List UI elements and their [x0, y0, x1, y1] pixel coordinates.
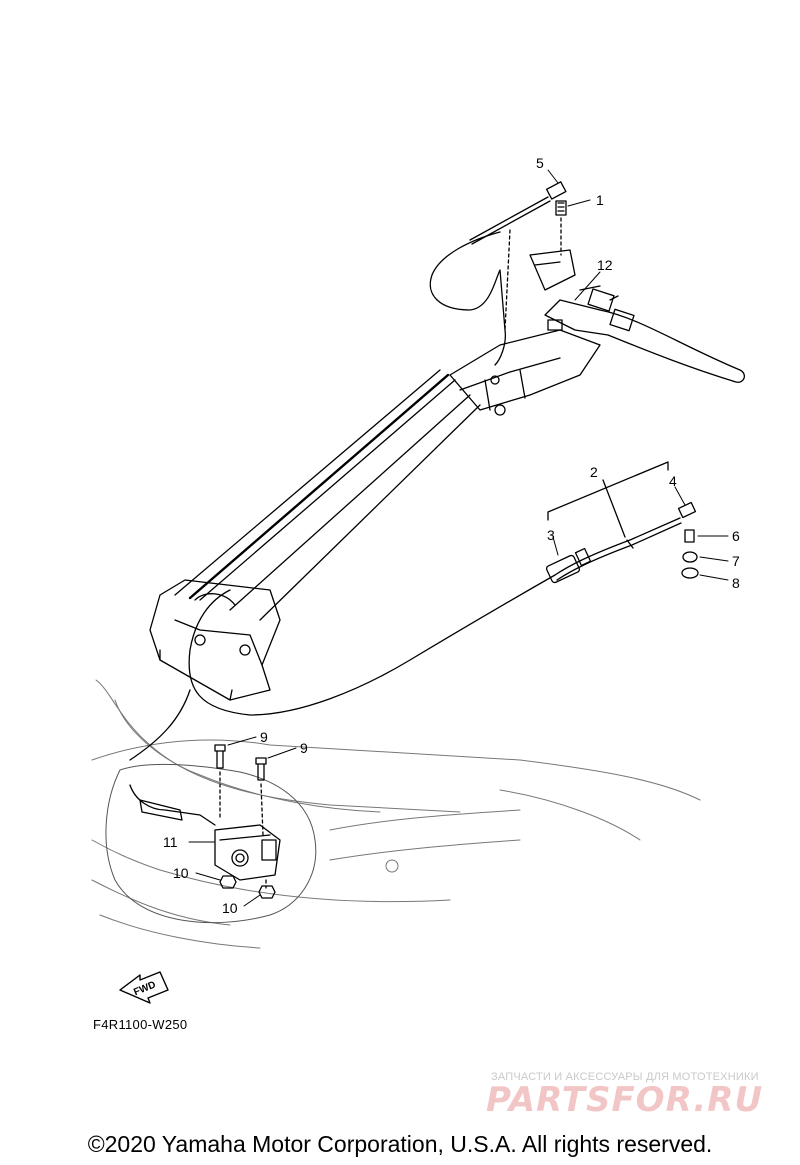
throttle-cable-routing: [429, 231, 506, 366]
cable-down: [129, 689, 191, 761]
part-label-11: 11: [163, 834, 178, 850]
part-9a-bolt: [214, 744, 226, 769]
part-label-1: 1: [596, 192, 604, 208]
part-10a-nut: [219, 875, 237, 889]
part-labels: 5 1 12 2 4 3 6 7 8 9 9 11 10 10 FWD: [132, 155, 740, 998]
handlebar: [544, 285, 746, 383]
dash-line-5: [504, 229, 511, 331]
cable-loop: [188, 574, 556, 716]
steering-head: [449, 249, 601, 416]
part-5-cable-end: [469, 181, 567, 245]
part-label-3: 3: [547, 527, 555, 543]
connector-cable: [129, 784, 216, 826]
copyright-notice: ©2020 Yamaha Motor Corporation, U.S.A. A…: [87, 1131, 713, 1157]
hull-outline: [91, 679, 701, 949]
bracket-region: [105, 763, 317, 924]
part-2-cable: [545, 517, 682, 584]
watermark-tagline: ЗАПЧАСТИ И АКСЕССУАРЫ ДЛЯ МОТОТЕХНИКИ: [491, 1071, 759, 1083]
part-10b-nut: [258, 885, 276, 899]
watermark-logo: PARTSFOR.RU: [486, 1080, 764, 1120]
part-label-9a: 9: [260, 729, 268, 745]
leader-2: [602, 479, 626, 538]
part-label-7: 7: [732, 553, 740, 569]
lower-mount: [149, 579, 281, 701]
part-8-washer: [681, 567, 699, 579]
connector: [139, 799, 183, 821]
part-label-4: 4: [669, 473, 677, 489]
part-label-10a: 10: [173, 865, 189, 881]
dash-line-9b: [260, 783, 264, 836]
part-label-8: 8: [732, 575, 740, 591]
part-11-sensor: [214, 824, 281, 881]
drawing-code: F4R1100-W250: [93, 1017, 188, 1032]
part-12-fitting: [547, 319, 563, 331]
fwd-arrow: [119, 971, 169, 1004]
part-label-10b: 10: [222, 900, 238, 916]
part-9b-bolt: [255, 757, 267, 781]
part-6-bolt: [684, 529, 695, 543]
part-label-2: 2: [590, 464, 598, 480]
leader-lines: [188, 169, 729, 907]
part-4-end: [677, 501, 697, 519]
steering-column: [174, 369, 481, 621]
part-label-9b: 9: [300, 740, 308, 756]
part-label-6: 6: [732, 528, 740, 544]
part-7-nut: [682, 551, 698, 563]
part-label-12: 12: [597, 257, 613, 273]
part-label-5: 5: [536, 155, 544, 171]
part-1-bolt: [555, 200, 567, 216]
bracket-2: [547, 461, 669, 521]
